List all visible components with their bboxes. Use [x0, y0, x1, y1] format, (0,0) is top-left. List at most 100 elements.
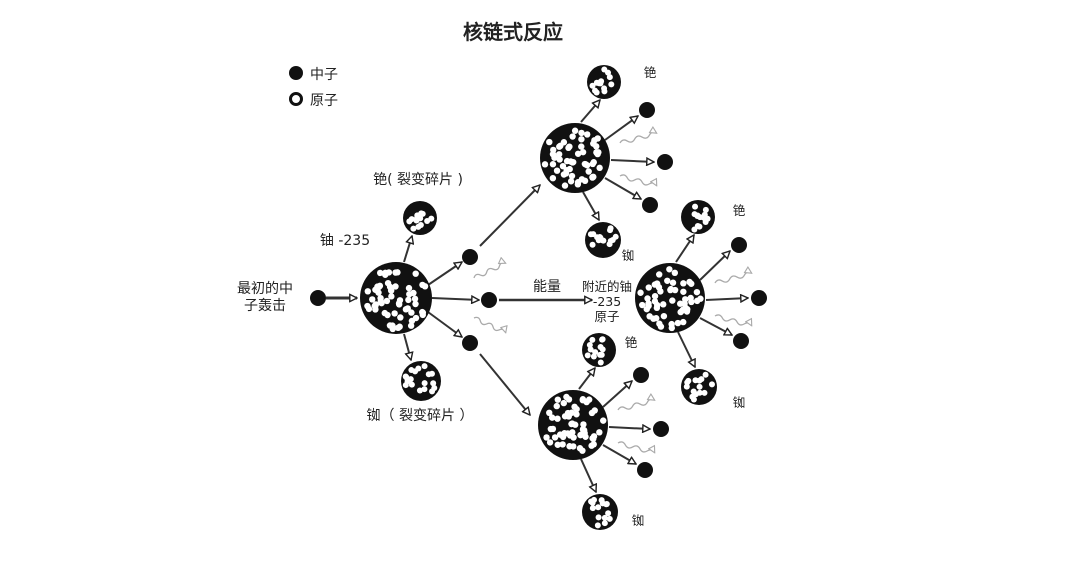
proton-dot: [569, 133, 576, 140]
neutron: [733, 333, 749, 349]
proton-dot: [589, 82, 596, 89]
proton-dot: [579, 396, 587, 403]
proton-dot: [651, 292, 659, 300]
proton-dot: [408, 367, 415, 374]
proton-dot: [413, 217, 420, 224]
proton-dot: [590, 159, 597, 166]
proton-dot: [565, 396, 573, 403]
proton-dot: [408, 381, 415, 388]
proton-dot: [605, 510, 612, 517]
neutron-legend-icon: [289, 66, 303, 80]
proton-dot: [555, 151, 563, 158]
proton-dot: [405, 284, 413, 292]
arrow: [427, 311, 462, 337]
proton-dot: [680, 280, 687, 287]
proton-dot: [411, 295, 419, 303]
proton-dot: [594, 522, 601, 529]
arrow: [578, 368, 595, 390]
rubidium-nucleus: [585, 222, 621, 258]
proton-dot: [388, 293, 395, 300]
arrow: [403, 333, 411, 360]
proton-dot: [412, 314, 420, 322]
proton-dot: [605, 69, 612, 76]
proton-dot: [689, 393, 696, 400]
proton-dot: [553, 167, 561, 174]
proton-dot: [696, 383, 703, 390]
proton-dot: [596, 429, 603, 436]
neutron: [751, 290, 767, 306]
legend-neutron-label: 中子: [310, 67, 338, 83]
proton-dot: [406, 218, 413, 225]
proton-dot: [599, 500, 606, 507]
arrow: [580, 100, 600, 123]
proton-dot: [421, 363, 428, 370]
proton-dot: [599, 336, 606, 343]
proton-dot: [557, 142, 564, 150]
proton-dot: [702, 206, 709, 213]
energy-wave: [473, 316, 506, 334]
energy-waves: [473, 131, 752, 455]
nearby-uranium-label-1: 附近的铀: [582, 279, 632, 294]
proton-dot: [607, 237, 614, 244]
proton-dot: [566, 432, 574, 439]
proton-dot: [568, 172, 576, 180]
proton-dot: [579, 148, 587, 156]
proton-dot: [414, 212, 421, 219]
proton-dot: [597, 343, 604, 350]
proton-dot: [384, 279, 392, 287]
proton-dot: [364, 302, 371, 310]
proton-dot: [546, 409, 553, 417]
neutron: [633, 367, 649, 383]
proton-dot: [591, 407, 598, 414]
cesium-nucleus: [582, 333, 616, 367]
proton-dot: [585, 168, 592, 175]
arrow: [582, 191, 600, 220]
proton-dot: [587, 231, 594, 238]
proton-dot: [646, 313, 653, 320]
proton-dot: [669, 279, 677, 286]
proton-dot: [553, 402, 560, 410]
proton-dot: [592, 349, 599, 356]
proton-dot: [597, 234, 604, 241]
proton-dot: [653, 280, 661, 287]
proton-dot: [561, 182, 569, 189]
rubidium-fragment-label: 铷（ 裂变碎片 ）: [367, 408, 474, 424]
atom-legend-icon: [289, 92, 303, 106]
proton-dot: [588, 442, 595, 449]
cesium-nucleus: [587, 65, 621, 99]
proton-dot: [594, 135, 601, 142]
proton-dot: [644, 295, 651, 302]
proton-dot: [586, 342, 593, 349]
proton-dot: [656, 271, 663, 278]
proton-dot: [559, 162, 567, 170]
proton-dot: [590, 435, 597, 443]
proton-dot: [587, 346, 594, 353]
proton-dot: [392, 283, 399, 290]
arrow: [479, 353, 530, 415]
legend: 中子 原子: [289, 66, 338, 109]
proton-dot: [376, 269, 384, 277]
neutron: [731, 237, 747, 253]
arrow: [431, 298, 479, 300]
rubidium-nucleus: [582, 494, 618, 530]
proton-dot: [407, 322, 415, 329]
proton-dot: [374, 283, 381, 290]
proton-dot: [597, 359, 604, 366]
proton-dot: [421, 386, 428, 393]
proton-dot: [402, 306, 410, 313]
proton-dot: [573, 411, 580, 418]
arrow: [602, 381, 632, 408]
proton-dot: [643, 305, 650, 313]
proton-dot: [601, 520, 608, 527]
arrow: [604, 116, 638, 141]
nucleus: [540, 123, 610, 193]
proton-dot: [666, 266, 673, 273]
proton-dot: [601, 514, 608, 521]
proton-dot: [389, 325, 396, 333]
legend-atom-label: 原子: [310, 93, 338, 109]
proton-dot: [421, 380, 428, 387]
proton-dot: [405, 296, 412, 304]
neutron: [653, 421, 669, 437]
proton-dot: [549, 174, 557, 182]
proton-dot: [364, 288, 372, 295]
